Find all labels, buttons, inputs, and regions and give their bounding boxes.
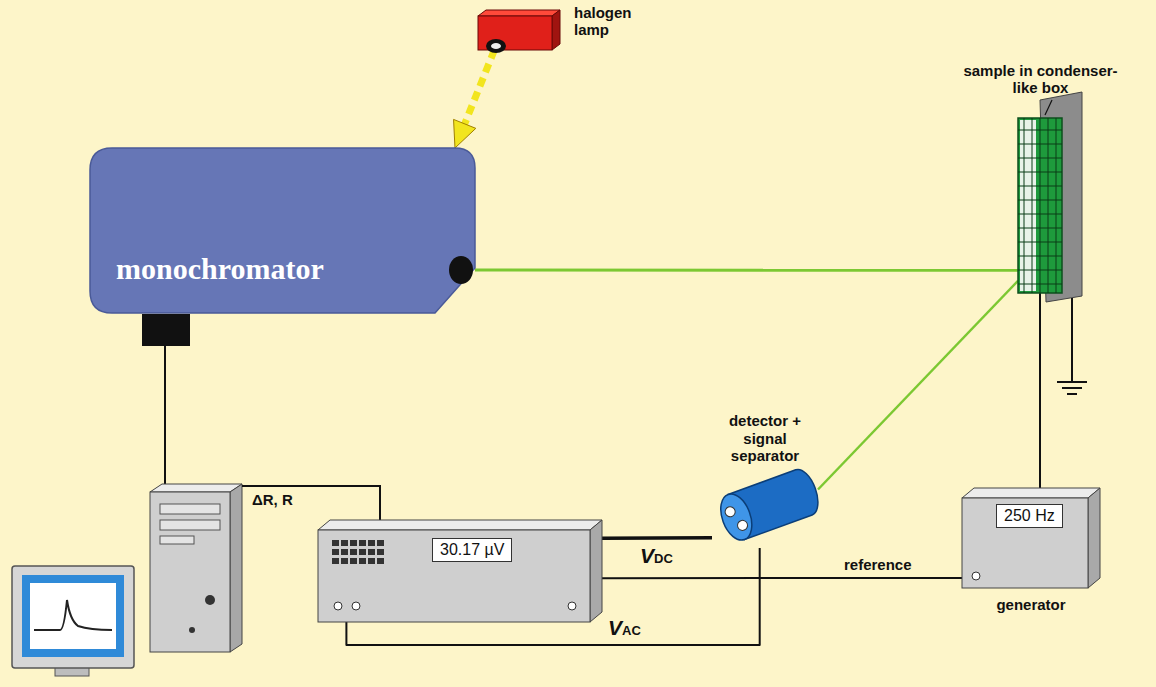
- reflected-beam: [818, 281, 1018, 490]
- detector-outline: [712, 470, 818, 548]
- signal-label: VAC: [606, 616, 643, 640]
- reference-wire: [602, 577, 962, 579]
- detector: detector + signal separator: [712, 470, 818, 548]
- computer-tower: [150, 484, 242, 652]
- monochromator: monochromator: [90, 148, 475, 313]
- signal-generator: 250 Hzgenerator: [962, 488, 1100, 588]
- halogen-lamp-outline: [478, 10, 560, 50]
- detector-label: detector + signal separator: [719, 412, 811, 464]
- arrowhead: [454, 119, 476, 148]
- modulation-wire: [1039, 293, 1041, 488]
- display-reading: 250 Hz: [996, 504, 1063, 528]
- signal-generator-outline: [962, 488, 1100, 588]
- sample-label: sample in condenser-like box: [958, 62, 1123, 97]
- dc-signal-wire: [602, 536, 712, 540]
- light-beam: [475, 269, 1018, 272]
- data-cable: [242, 486, 380, 521]
- sample-holder: sample in condenser-like box: [1018, 118, 1062, 293]
- monochromator-port: [142, 314, 190, 346]
- generator-label: generator: [962, 596, 1100, 613]
- light-beam-arrow: [462, 50, 494, 129]
- signal-label: ΔR, R: [252, 491, 293, 508]
- ground-symbol: [1057, 298, 1087, 394]
- lock-in-amplifier-outline: [318, 520, 602, 622]
- signal-label: VDC: [638, 544, 675, 568]
- computer-monitor: [12, 566, 134, 676]
- display-reading: 30.17 µV: [432, 538, 512, 562]
- monochromator-outline: [90, 148, 475, 313]
- lamp-label: halogen lamp: [574, 4, 640, 39]
- control-cable: [164, 346, 166, 488]
- instrument-label: monochromator: [116, 252, 324, 286]
- halogen-lamp: halogen lamp: [478, 10, 560, 50]
- signal-label: reference: [842, 556, 914, 573]
- lock-in-amplifier: 30.17 µV: [318, 520, 602, 622]
- sample-holder-outline: [1018, 118, 1062, 293]
- leader-line: [1045, 100, 1052, 115]
